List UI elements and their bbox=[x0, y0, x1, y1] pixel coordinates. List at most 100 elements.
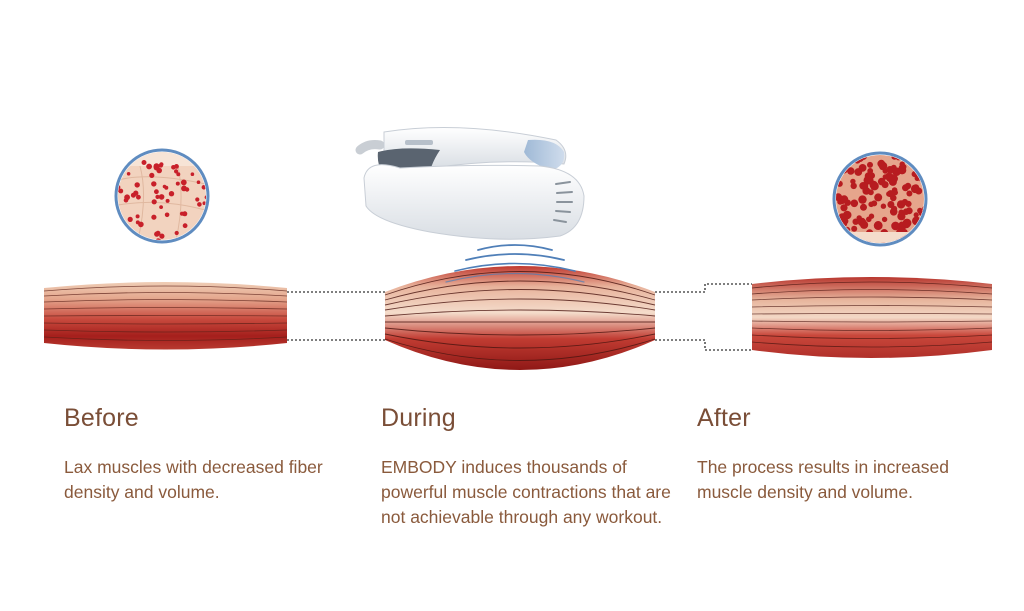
muscle-fiber-cell bbox=[905, 200, 912, 207]
muscle-fiber-cell bbox=[889, 208, 898, 216]
muscle-fiber-cell bbox=[847, 167, 855, 175]
muscle-fiber-cell bbox=[913, 212, 919, 218]
muscle-fiber-cell bbox=[121, 159, 126, 165]
after-muscle bbox=[751, 277, 993, 358]
muscle-fiber-cell bbox=[135, 214, 140, 219]
muscle-fiber-cell bbox=[852, 218, 859, 225]
muscle-fiber-cell bbox=[118, 188, 124, 194]
muscle-fiber-cell bbox=[922, 226, 924, 234]
muscle-fiber-cell bbox=[897, 212, 906, 221]
muscle-fiber-cell bbox=[885, 172, 894, 181]
muscle-fiber-cell bbox=[881, 216, 888, 223]
muscle-fiber-cell bbox=[912, 184, 920, 191]
muscle-fiber-cell bbox=[171, 165, 176, 170]
muscle-fiber-cell bbox=[910, 156, 917, 163]
muscle-fiber-cell bbox=[134, 182, 140, 188]
muscle-fiber-cell bbox=[858, 195, 867, 204]
muscle-fiber-cell bbox=[868, 172, 875, 180]
muscle-fiber-cell bbox=[917, 207, 923, 214]
stage-text-during: EMBODY induces thousands of powerful mus… bbox=[381, 457, 671, 527]
muscle-fiber-cell bbox=[162, 184, 167, 189]
muscle-fiber-cell bbox=[127, 216, 133, 222]
muscle-fiber-cell bbox=[174, 169, 179, 174]
muscle-fiber-cell bbox=[179, 211, 185, 216]
before-muscle bbox=[43, 282, 288, 350]
muscle-fiber-cell bbox=[164, 212, 170, 218]
connector-during-after bbox=[655, 283, 752, 351]
muscle-fiber-cell bbox=[149, 172, 155, 178]
muscle-fiber-cell bbox=[874, 193, 883, 202]
muscle-cross-section-sparse-icon bbox=[114, 148, 210, 244]
muscle-fiber-cell bbox=[126, 172, 131, 176]
muscle-fiber-cell bbox=[202, 201, 206, 205]
muscle-fiber-cell bbox=[156, 167, 162, 174]
muscle-fiber-cell bbox=[887, 190, 895, 198]
muscle-fiber-cell bbox=[180, 179, 187, 186]
muscle-fiber-cell bbox=[138, 221, 144, 228]
muscle-fiber-cell bbox=[902, 218, 912, 228]
muscle-fiber-cell bbox=[858, 164, 867, 172]
muscle-fiber-cell bbox=[891, 221, 900, 231]
muscle-fiber-cell bbox=[868, 201, 874, 208]
stage-before: Before Lax muscles with decreased fiber … bbox=[64, 404, 354, 505]
muscle-fiber-cell bbox=[860, 220, 869, 229]
muscle-fiber-cell bbox=[195, 197, 200, 202]
muscle-fiber-cell bbox=[159, 233, 165, 239]
muscle-fiber-cell bbox=[136, 194, 141, 200]
muscle-fiber-cell bbox=[123, 197, 129, 203]
muscle-fiber-cell bbox=[158, 194, 165, 200]
muscle-fiber-cell bbox=[181, 185, 187, 192]
muscle-fiber-cell bbox=[860, 203, 867, 211]
muscle-fiber-cell bbox=[151, 214, 157, 220]
muscle-fiber-cell bbox=[856, 215, 862, 221]
during-muscle bbox=[384, 266, 656, 370]
muscle-fiber-cell bbox=[902, 208, 910, 215]
muscle-fiber-cell bbox=[154, 189, 159, 195]
muscle-fiber-cell bbox=[124, 232, 130, 239]
muscle-fiber-cell bbox=[118, 235, 124, 240]
muscle-fiber-cell bbox=[914, 157, 920, 164]
muscle-fiber-cell bbox=[912, 233, 918, 239]
stage-after: After The process results in increased m… bbox=[697, 404, 987, 505]
muscle-fiber-cell bbox=[836, 233, 844, 241]
muscle-fiber-cell bbox=[867, 161, 873, 168]
muscle-fiber-cell bbox=[182, 223, 188, 229]
muscle-fiber-cell bbox=[174, 230, 179, 236]
muscle-fiber-cell bbox=[851, 225, 858, 232]
muscle-fiber-cell bbox=[836, 193, 843, 202]
muscle-fiber-cell bbox=[155, 194, 160, 199]
muscle-fiber-cell bbox=[133, 190, 139, 196]
muscle-fiber-cell bbox=[141, 160, 147, 165]
muscle-fiber-cell bbox=[153, 163, 160, 170]
muscle-fiber-cell bbox=[868, 213, 875, 219]
muscle-fiber-cell bbox=[202, 235, 206, 240]
muscle-fiber-cell bbox=[175, 181, 180, 186]
muscle-cross-section-dense-icon bbox=[832, 151, 928, 247]
muscle-fiber-cell bbox=[891, 164, 897, 171]
muscle-fiber-cell bbox=[840, 204, 848, 212]
stage-text-after: The process results in increased muscle … bbox=[697, 457, 949, 502]
stage-title-during: During bbox=[381, 404, 456, 432]
stage-text-before: Lax muscles with decreased fiber density… bbox=[64, 457, 323, 502]
muscle-fiber-cell bbox=[919, 228, 924, 234]
diagram-artwork bbox=[43, 127, 993, 370]
muscle-fiber-cell bbox=[877, 177, 886, 186]
stage-title-after: After bbox=[697, 404, 751, 432]
muscle-fiber-cell bbox=[873, 221, 883, 231]
connector-before-during bbox=[287, 291, 385, 341]
muscle-fiber-cell bbox=[204, 195, 206, 200]
muscle-fiber-cell bbox=[154, 231, 160, 237]
muscle-fiber-cell bbox=[158, 163, 164, 168]
muscle-fiber-cell bbox=[146, 163, 153, 170]
stage-title-before: Before bbox=[64, 404, 139, 432]
muscle-fiber-cell bbox=[176, 172, 181, 177]
muscle-fiber-cell bbox=[898, 164, 907, 172]
electromagnetic-wave-icon bbox=[445, 244, 585, 283]
emsculpt-applicator-icon bbox=[355, 127, 585, 240]
muscle-fiber-cell bbox=[151, 199, 157, 205]
muscle-fiber-cell bbox=[877, 159, 886, 168]
muscle-fiber-cell bbox=[914, 155, 924, 161]
muscle-fiber-cell bbox=[118, 221, 120, 226]
muscle-fiber-cell bbox=[159, 205, 164, 210]
muscle-fiber-cell bbox=[921, 170, 924, 177]
